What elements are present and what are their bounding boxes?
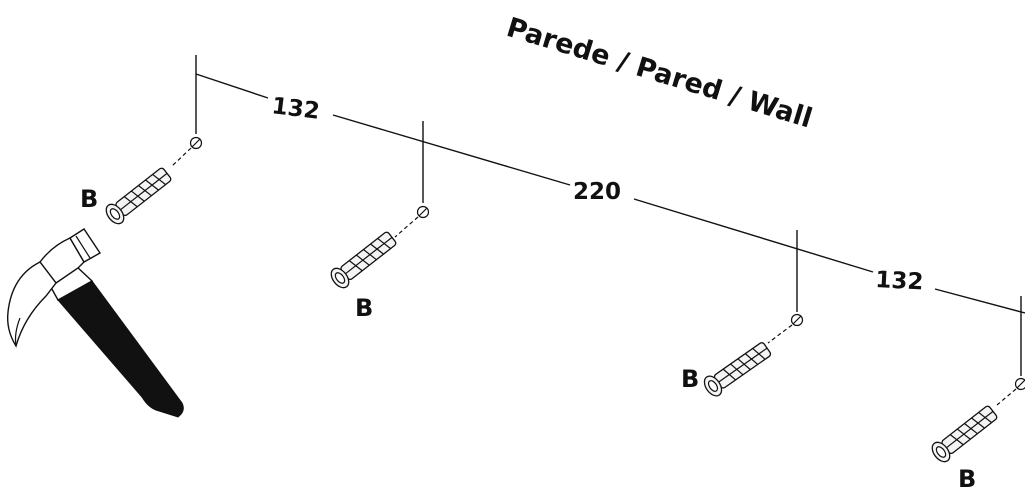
drill-hole bbox=[189, 136, 203, 150]
wall-anchor-icon bbox=[105, 167, 172, 225]
drill-hole bbox=[1014, 377, 1025, 391]
drill-hole bbox=[790, 313, 804, 327]
drill-hole bbox=[416, 205, 430, 219]
hammer-icon bbox=[6, 228, 184, 418]
insertion-guides bbox=[171, 147, 1017, 406]
wall-anchor-icon bbox=[931, 405, 998, 463]
drill-point-markers bbox=[195, 55, 1022, 376]
part-label: B bbox=[80, 185, 98, 213]
part-label: B bbox=[355, 294, 373, 322]
part-label: B bbox=[681, 365, 699, 393]
wall-anchor-icon bbox=[330, 231, 397, 289]
dimension-label: 220 bbox=[573, 179, 621, 205]
part-label: B bbox=[958, 465, 976, 493]
dimension-label: 132 bbox=[270, 93, 321, 125]
dimension-label: 132 bbox=[875, 267, 924, 295]
wall-reference-line bbox=[195, 73, 1025, 314]
wall-anchor-icon bbox=[703, 342, 772, 397]
wall-label: Parede / Pared / Wall bbox=[503, 12, 816, 135]
drill-holes bbox=[189, 136, 1025, 391]
